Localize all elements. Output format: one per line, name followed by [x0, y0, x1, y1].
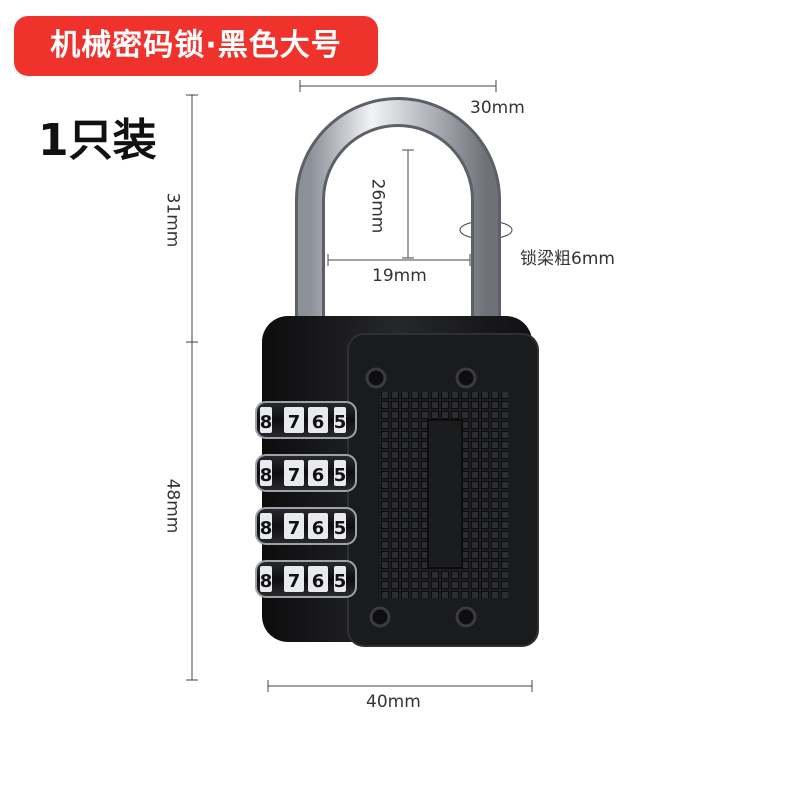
dial-digit: 5	[334, 518, 347, 539]
shackle	[298, 100, 498, 332]
center-recess	[427, 419, 463, 569]
dim-48mm: 48mm	[162, 478, 183, 534]
dial-digit: 7	[288, 412, 301, 433]
screw-icon	[455, 367, 477, 389]
screw-icon	[455, 606, 477, 628]
dial-digit: 6	[312, 465, 325, 486]
dial-digit: 7	[288, 518, 301, 539]
dial-digit: 6	[312, 571, 325, 592]
dim-30mm: 30mm	[470, 98, 525, 118]
dial-digit: 5	[334, 412, 347, 433]
dial-digit: 8	[260, 518, 273, 539]
screws	[365, 367, 477, 628]
screw-icon	[365, 367, 387, 389]
dial-digit: 8	[260, 571, 273, 592]
dim-26mm: 26mm	[367, 178, 388, 234]
title-banner: 机械密码锁·黑色大号	[14, 16, 378, 76]
quantity-label: 1只装	[38, 115, 157, 166]
screw-icon	[369, 606, 391, 628]
dim-40mm: 40mm	[366, 692, 421, 712]
dimension-lines	[186, 80, 533, 692]
dial-digit: 8	[260, 412, 273, 433]
dim-shackle-thickness: 锁梁粗6mm	[520, 249, 615, 269]
dim-31mm: 31mm	[162, 192, 183, 248]
banner-text: 机械密码锁·黑色大号	[50, 28, 342, 63]
dial-digit: 5	[334, 571, 347, 592]
dial-digit: 6	[312, 518, 325, 539]
dial-digit: 5	[334, 465, 347, 486]
dial-digit: 7	[288, 465, 301, 486]
dial-digit: 8	[260, 465, 273, 486]
dim-19mm: 19mm	[372, 266, 427, 286]
dial-digit: 7	[288, 571, 301, 592]
dial-digit: 6	[312, 412, 325, 433]
